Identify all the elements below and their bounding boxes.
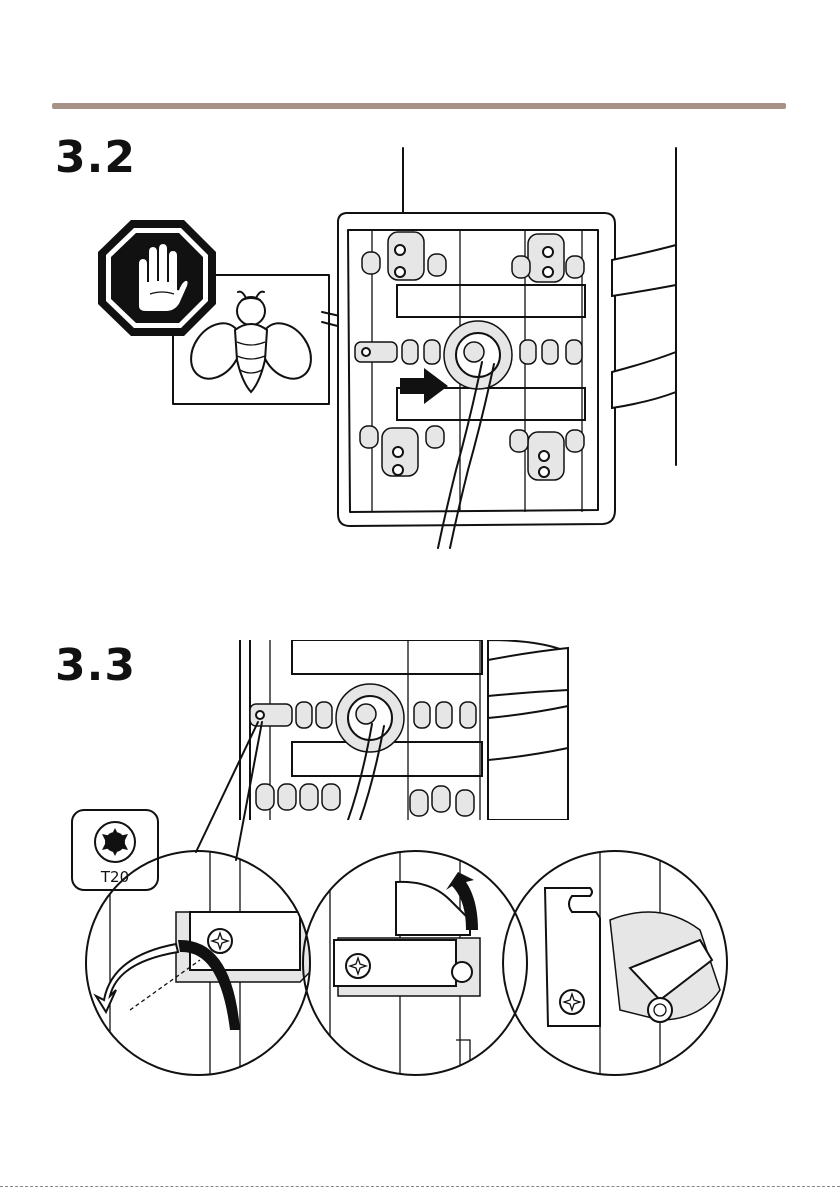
mounting-box-3-2 [338, 213, 676, 548]
mounting-box-3-3 [240, 640, 568, 820]
detail-circle-lift [330, 850, 480, 1080]
page-bottom-edge [0, 1186, 840, 1187]
stop-hand-icon [98, 220, 216, 336]
